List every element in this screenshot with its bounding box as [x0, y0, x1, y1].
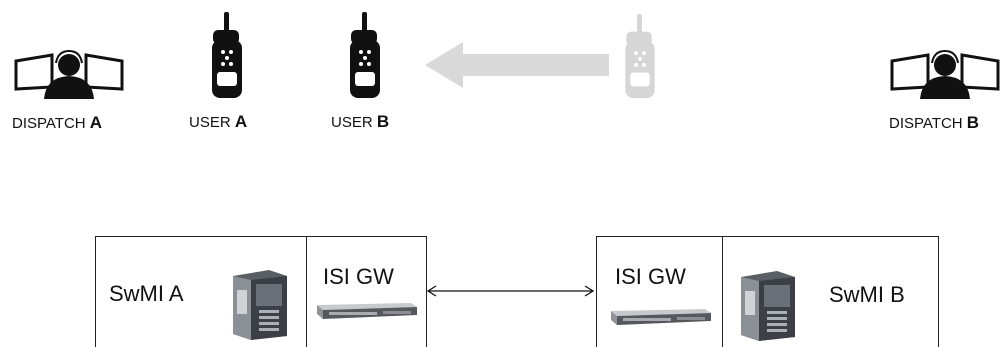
isi-gw-a-box: ISI GW [306, 236, 427, 347]
tower-server-icon [737, 269, 797, 341]
swmi-a-box: SwMI A [95, 236, 308, 347]
isi-link-arrow [426, 285, 595, 297]
user-a-label: USER A [189, 112, 248, 131]
dispatcher-console-icon [890, 49, 1000, 99]
isi-gw-a-label: ISI GW [323, 264, 394, 289]
handheld-radio-icon [207, 12, 247, 102]
swmi-a-label: SwMI A [109, 281, 184, 306]
swmi-b-box: SwMI B [722, 236, 939, 347]
rack-server-icon [609, 307, 713, 327]
tower-server-icon [229, 268, 289, 340]
roaming-arrow [425, 42, 609, 88]
isi-gw-b-label: ISI GW [615, 264, 686, 289]
swmi-b-label: SwMI B [829, 282, 905, 307]
handheld-radio-ghost-icon [620, 14, 660, 102]
dispatch-b-label: DISPATCH B [889, 113, 980, 132]
handheld-radio-icon [345, 12, 385, 102]
dispatch-a-label: DISPATCH A [12, 113, 103, 132]
dispatcher-console-icon [14, 49, 124, 99]
rack-server-icon [315, 301, 419, 321]
isi-gw-b-box: ISI GW [596, 236, 724, 347]
user-b-label: USER B [331, 112, 390, 131]
